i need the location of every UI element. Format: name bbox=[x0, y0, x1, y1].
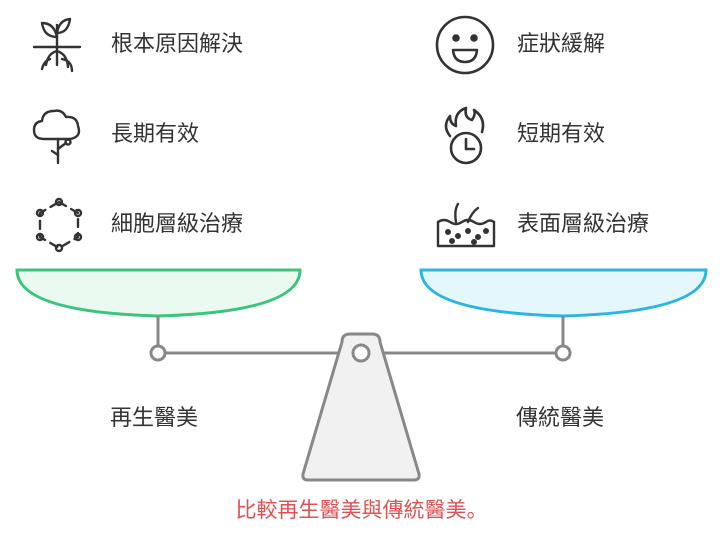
right-beam-joint bbox=[554, 344, 572, 362]
diagram-caption: 比較再生醫美與傳統醫美。 bbox=[235, 498, 488, 522]
hexagon-molecule-icon bbox=[32, 196, 86, 256]
left-scale-pan bbox=[15, 268, 302, 318]
skin-layer-icon bbox=[434, 200, 498, 254]
right-scale-pan bbox=[419, 268, 708, 318]
scale-fulcrum bbox=[301, 332, 421, 482]
sprout-roots-icon bbox=[30, 15, 84, 75]
flame-clock-icon bbox=[436, 104, 494, 166]
regenerative-aesthetics-label: 再生醫美 bbox=[110, 406, 199, 431]
tree-icon bbox=[30, 105, 84, 167]
traditional-aesthetics-label: 傳統醫美 bbox=[516, 406, 605, 431]
short-term-label: 短期有效 bbox=[517, 122, 606, 147]
fulcrum-pivot bbox=[351, 343, 371, 363]
long-term-label: 長期有效 bbox=[111, 122, 200, 147]
left-beam-joint bbox=[149, 344, 167, 362]
smiley-face-icon bbox=[434, 14, 496, 76]
root-cause-label: 根本原因解決 bbox=[111, 32, 244, 57]
cellular-level-label: 細胞層級治療 bbox=[111, 212, 244, 237]
symptom-relief-label: 症狀緩解 bbox=[517, 32, 606, 57]
surface-level-label: 表面層級治療 bbox=[517, 212, 650, 237]
